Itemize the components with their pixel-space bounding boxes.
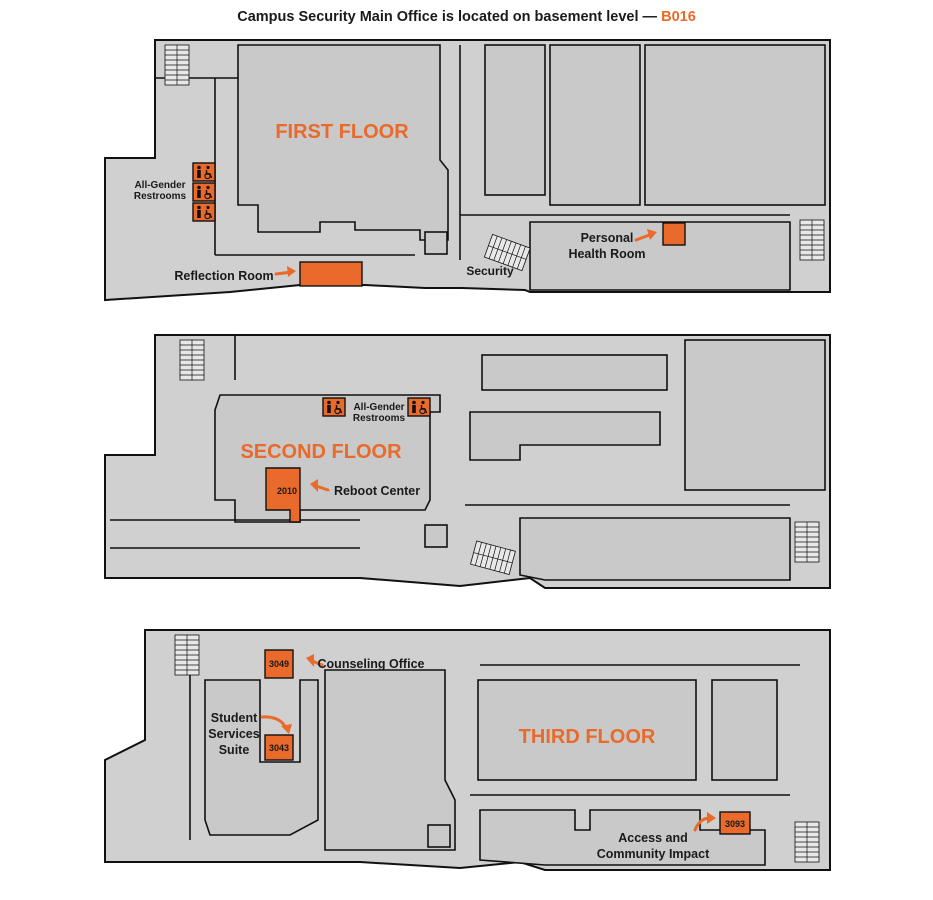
stairs-icon <box>794 821 820 863</box>
second-floor-plan <box>104 334 831 589</box>
stairs-icon <box>799 219 825 261</box>
third-floor-title: THIRD FLOOR <box>519 726 656 748</box>
title-text: Campus Security Main Office is located o… <box>237 9 662 25</box>
access-community-impact-room[interactable] <box>719 811 751 835</box>
security-label: Security <box>466 264 514 278</box>
student-services-room-number: 3043 <box>269 743 289 753</box>
reboot-room-number: 2010 <box>277 486 297 496</box>
title-highlight: B016 <box>661 9 696 25</box>
stairs-icon <box>179 339 205 381</box>
stairs-icon <box>174 634 200 676</box>
first-floor-plan <box>104 39 831 302</box>
restroom-icon <box>192 162 216 182</box>
personal-health-room[interactable] <box>662 222 686 246</box>
first-restrooms-label-1: All-Gender <box>134 180 185 191</box>
health-room-label-2: Health Room <box>568 247 645 261</box>
stairs-icon <box>794 521 820 563</box>
map-title: Campus Security Main Office is located o… <box>0 9 933 25</box>
third-floor-plan <box>104 629 831 871</box>
second-restrooms-label-1: All-Gender <box>353 402 404 413</box>
student-services-label-2: Services <box>208 727 259 741</box>
stairs-icon <box>164 44 190 86</box>
health-room-label-1: Personal <box>581 231 634 245</box>
counseling-office-room[interactable] <box>264 649 294 679</box>
counseling-room-number: 3049 <box>269 659 289 669</box>
access-room-number: 3093 <box>725 819 745 829</box>
restroom-icon <box>192 202 216 222</box>
first-floor-title: FIRST FLOOR <box>275 121 409 143</box>
second-restrooms-label-2: Restrooms <box>353 413 406 424</box>
student-services-room[interactable] <box>264 734 294 761</box>
reflection-room-label: Reflection Room <box>174 269 273 283</box>
reflection-room[interactable] <box>299 261 363 287</box>
student-services-label-3: Suite <box>219 743 250 757</box>
counseling-office-label: Counseling Office <box>318 657 425 671</box>
access-label-2: Community Impact <box>597 847 710 861</box>
restroom-icon <box>322 397 346 417</box>
student-services-label-1: Student <box>211 711 258 725</box>
access-label-1: Access and <box>618 831 687 845</box>
restroom-icon <box>407 397 431 417</box>
second-floor-title: SECOND FLOOR <box>240 441 402 463</box>
restroom-icon <box>192 182 216 202</box>
first-restrooms-label-2: Restrooms <box>134 191 187 202</box>
reboot-center-label: Reboot Center <box>334 484 420 498</box>
reboot-center-room[interactable] <box>265 467 301 523</box>
